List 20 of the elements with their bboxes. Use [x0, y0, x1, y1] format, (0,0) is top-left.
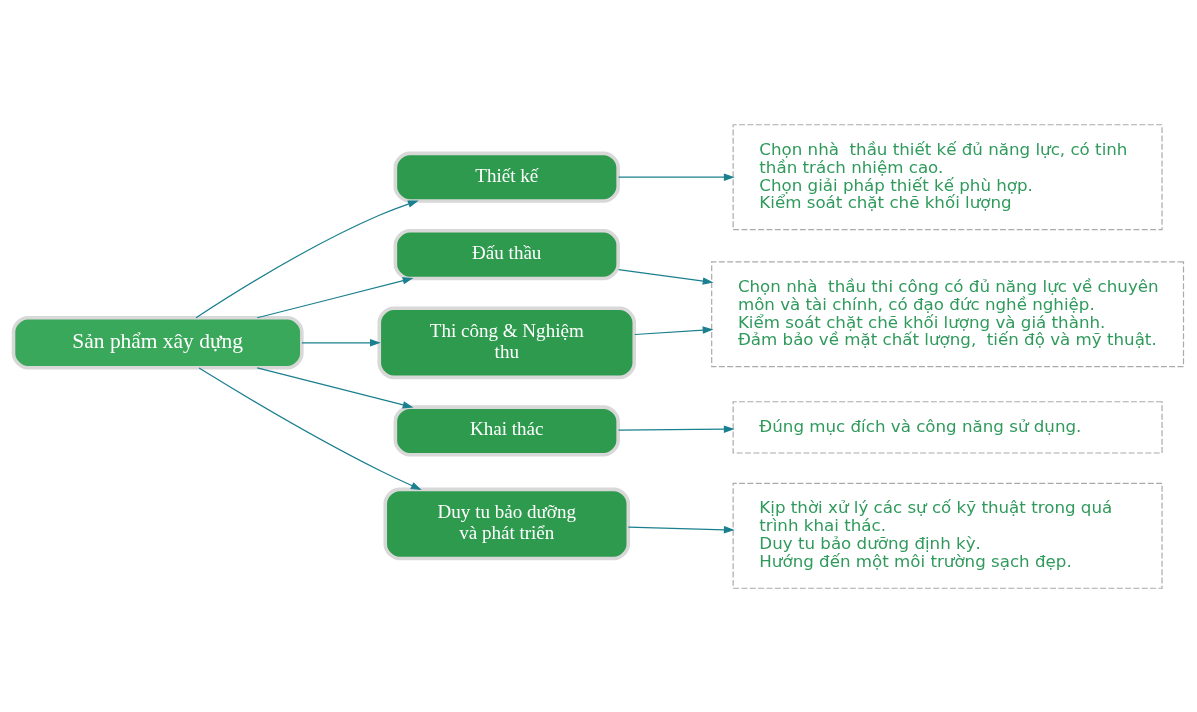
arrow [618, 268, 714, 285]
node-box: Đấu thầu [393, 228, 620, 280]
arrow [634, 325, 714, 335]
arrow [618, 172, 735, 181]
node-box: Kịp thời xử lý các sự cố kỹ thuật trong quá trình khai thác. Duy tu bảo dưỡng định kỳ. Hướng đến một môi trường sạch đẹp. [732, 482, 1163, 589]
node-box: Duy tu bảo dưỡng và phát triển [383, 487, 631, 560]
arrow [256, 276, 414, 318]
arrow [198, 366, 422, 490]
node-box: Sản phẩm xây dựng [11, 315, 304, 370]
node-box: Thi công & Nghiệm thu [377, 305, 637, 379]
arrow [256, 366, 414, 409]
arrow [301, 338, 381, 347]
arrow [195, 199, 419, 318]
node-box: Đúng mục đích và công năng sử dụng. [732, 400, 1163, 454]
arrow [627, 525, 735, 534]
node-box: Chọn nhà thầu thiết kế đủ năng lực, có tinh thần trách nhiệm cao. Chọn giải pháp thiết kế phù hợp. Kiểm soát chặt chẽ khối lượng [732, 123, 1163, 230]
node-box: Chọn nhà thầu thi công có đủ năng lực về chuyên môn và tài chính, có đạo đức nghề nghiệp. Kiểm soát chặt chẽ khối lượng và giá thành. Đảm bảo về mặt chất lượng, tiến độ và mỹ thuật. [711, 260, 1185, 367]
node-box: Khai thác [393, 404, 620, 457]
arrow [618, 424, 735, 433]
node-box: Thiết kế [393, 151, 620, 203]
